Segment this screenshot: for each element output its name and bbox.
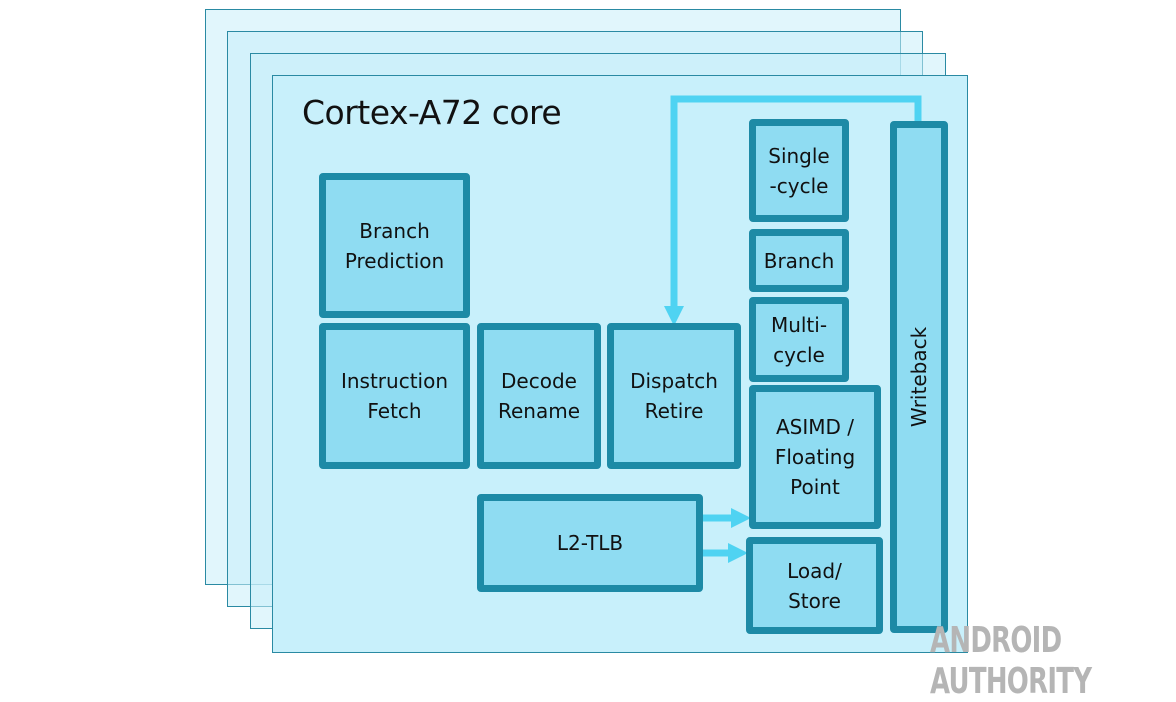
block-asimd-floating-point: ASIMD / Floating Point: [749, 385, 881, 529]
dispatch-arrowhead: [664, 306, 684, 326]
block-single-cycle: Single -cycle: [749, 119, 849, 222]
writeback-feedback-line: [670, 95, 922, 312]
connector-arrows: [664, 95, 922, 563]
block-load-store: Load/ Store: [746, 537, 883, 634]
block-dispatch-retire: Dispatch Retire: [607, 323, 741, 469]
tlb-to-loadstore-arrowhead: [728, 543, 748, 563]
watermark: ANDROID AUTHORITY: [930, 620, 1092, 702]
block-multi-cycle: Multi- cycle: [749, 297, 849, 382]
block-branch-prediction: Branch Prediction: [319, 173, 470, 318]
block-branch-unit: Branch: [749, 229, 849, 292]
block-decode-rename: Decode Rename: [477, 323, 601, 469]
block-l2-tlb: L2-TLB: [477, 494, 703, 592]
diagram-title: Cortex-A72 core: [302, 93, 562, 132]
block-instruction-fetch: Instruction Fetch: [319, 323, 470, 469]
tlb-to-asimd-arrowhead: [731, 508, 751, 528]
block-writeback: Writeback: [890, 121, 948, 633]
